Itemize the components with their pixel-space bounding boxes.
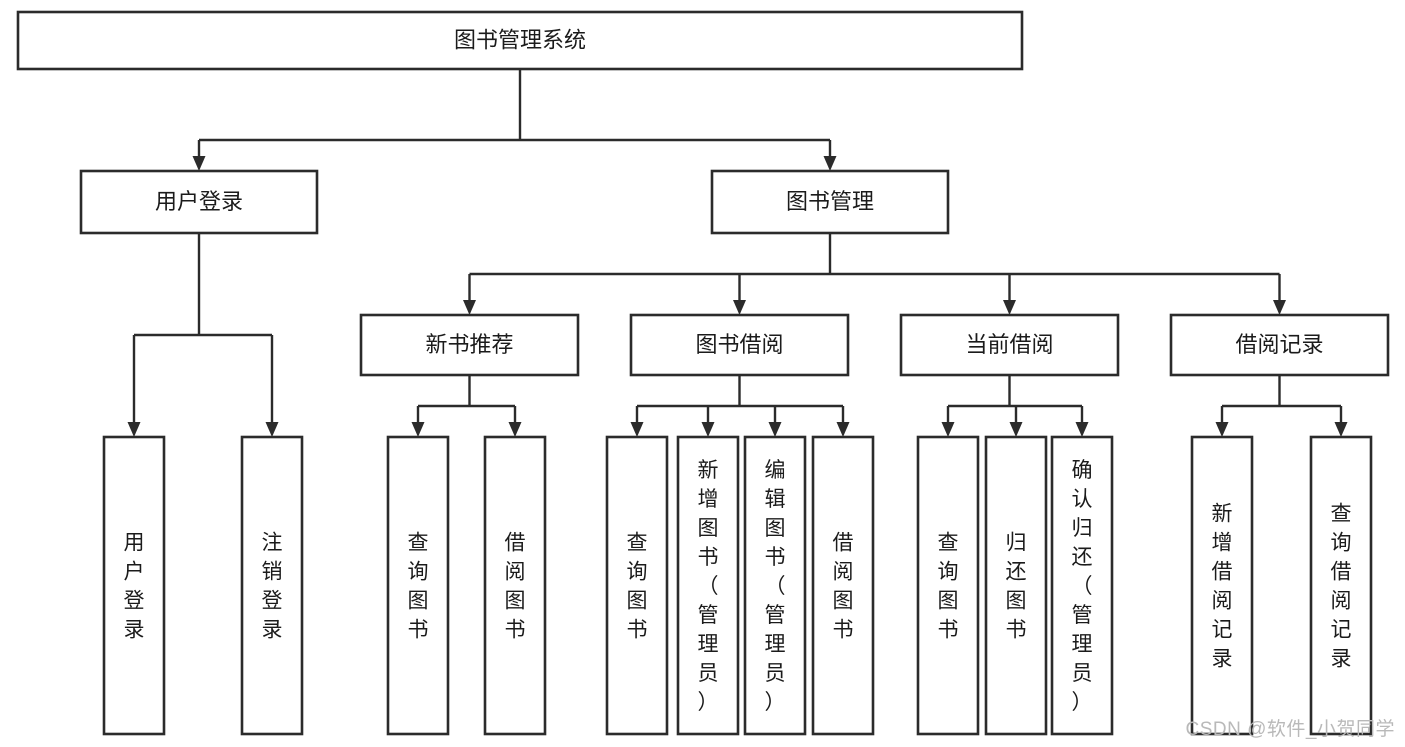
- node-label: 借阅记录: [1235, 332, 1323, 357]
- edge-group-borrow-record: [1215, 375, 1348, 437]
- node-box: [102, 435, 166, 736]
- node-label: 新书推荐: [425, 332, 513, 357]
- node-box: [79, 169, 319, 235]
- arrow-head-icon: [1273, 300, 1286, 315]
- arrow-head-icon: [463, 300, 476, 315]
- node-borrow-record[interactable]: 借阅记录: [1169, 313, 1390, 377]
- arrow-head-icon: [1215, 422, 1229, 437]
- node-leaf-query-book-current[interactable]: 查询图书: [916, 435, 980, 736]
- node-label: 用户登录: [124, 532, 145, 642]
- arrow-head-icon: [127, 422, 141, 437]
- node-box: [1190, 435, 1254, 736]
- node-leaf-user-logout[interactable]: 注销登录: [240, 435, 304, 736]
- arrow-head-icon: [941, 422, 955, 437]
- edge-group-current-borrow: [941, 375, 1089, 437]
- node-leaf-borrow-book-rec[interactable]: 借阅图书: [483, 435, 547, 736]
- node-box: [899, 313, 1120, 377]
- node-label: 查询借阅记录: [1331, 503, 1352, 671]
- node-label: 归还图书: [1006, 532, 1027, 642]
- node-box: [605, 435, 669, 736]
- node-label: 确认归还（管理员）: [1072, 459, 1093, 714]
- arrow-head-icon: [733, 300, 746, 315]
- edge-group-new-book-rec: [411, 375, 522, 437]
- node-label: 注销登录: [262, 532, 283, 642]
- arrow-head-icon: [768, 422, 782, 437]
- node-label: 用户登录: [155, 189, 243, 214]
- arrow-head-icon: [823, 156, 837, 171]
- node-box: [916, 435, 980, 736]
- node-box: [676, 435, 740, 736]
- node-book-borrow[interactable]: 图书借阅: [629, 313, 850, 377]
- node-label: 新增图书（管理员）: [698, 459, 719, 714]
- connectors-layer: [127, 69, 1348, 437]
- arrow-head-icon: [508, 422, 522, 437]
- node-leaf-add-borrow-record[interactable]: 新增借阅记录: [1190, 435, 1254, 736]
- arrow-head-icon: [1334, 422, 1348, 437]
- node-leaf-edit-book[interactable]: 编辑图书（管理员）: [743, 435, 807, 736]
- node-new-book-rec[interactable]: 新书推荐: [359, 313, 580, 377]
- node-leaf-borrow-book[interactable]: 借阅图书: [811, 435, 875, 736]
- edge-group-book-borrow: [630, 375, 850, 437]
- arrow-head-icon: [1009, 422, 1023, 437]
- node-leaf-confirm-return[interactable]: 确认归还（管理员）: [1050, 435, 1114, 736]
- node-book-manage[interactable]: 图书管理: [710, 169, 950, 235]
- edge-group-book-manage: [463, 233, 1286, 315]
- node-box: [811, 435, 875, 736]
- node-box: [240, 435, 304, 736]
- node-box: [386, 435, 450, 736]
- node-box: [483, 435, 547, 736]
- node-current-borrow[interactable]: 当前借阅: [899, 313, 1120, 377]
- node-leaf-query-borrow-record[interactable]: 查询借阅记录: [1309, 435, 1373, 736]
- node-box: [743, 435, 807, 736]
- node-box: [16, 10, 1024, 71]
- node-label: 图书借阅: [695, 332, 783, 357]
- node-label: 查询图书: [938, 532, 959, 642]
- arrow-head-icon: [265, 422, 279, 437]
- node-label: 查询图书: [627, 532, 648, 642]
- node-leaf-query-book-borrow[interactable]: 查询图书: [605, 435, 669, 736]
- edge-group-root: [192, 69, 837, 171]
- node-leaf-user-login[interactable]: 用户登录: [102, 435, 166, 736]
- node-label: 新增借阅记录: [1212, 503, 1233, 671]
- node-leaf-add-book[interactable]: 新增图书（管理员）: [676, 435, 740, 736]
- node-box: [1050, 435, 1114, 736]
- node-leaf-query-book-rec[interactable]: 查询图书: [386, 435, 450, 736]
- node-box: [710, 169, 950, 235]
- node-label: 编辑图书（管理员）: [765, 459, 786, 714]
- node-label: 借阅图书: [833, 532, 854, 642]
- arrow-head-icon: [1075, 422, 1089, 437]
- node-label: 借阅图书: [505, 532, 526, 642]
- nodes-layer: 图书管理系统用户登录图书管理新书推荐图书借阅当前借阅借阅记录用户登录注销登录查询…: [16, 10, 1390, 736]
- arrow-head-icon: [630, 422, 644, 437]
- arrow-head-icon: [411, 422, 425, 437]
- node-label: 查询图书: [408, 532, 429, 642]
- node-label: 图书管理系统: [454, 27, 586, 52]
- node-leaf-return-book[interactable]: 归还图书: [984, 435, 1048, 736]
- node-box: [629, 313, 850, 377]
- node-box: [984, 435, 1048, 736]
- node-box: [359, 313, 580, 377]
- node-box: [1169, 313, 1390, 377]
- arrow-head-icon: [836, 422, 850, 437]
- edge-group-user-login: [127, 233, 279, 437]
- arrow-head-icon: [1003, 300, 1016, 315]
- node-user-login[interactable]: 用户登录: [79, 169, 319, 235]
- node-box: [1309, 435, 1373, 736]
- arrow-head-icon: [701, 422, 715, 437]
- node-root[interactable]: 图书管理系统: [16, 10, 1024, 71]
- node-label: 当前借阅: [965, 332, 1053, 357]
- node-label: 图书管理: [786, 189, 874, 214]
- arrow-head-icon: [192, 156, 206, 171]
